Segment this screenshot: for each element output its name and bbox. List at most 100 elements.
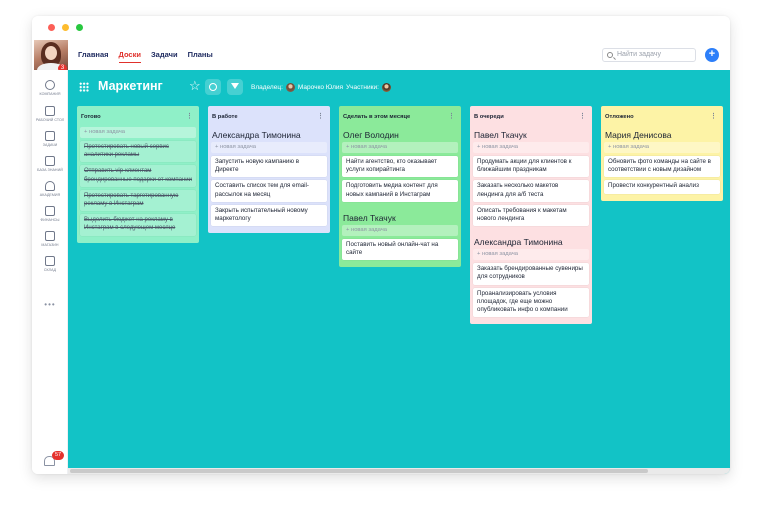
owner-avatar	[285, 83, 295, 92]
column-menu-button[interactable]: ⋮	[317, 113, 324, 120]
search-input[interactable]: Найти задачу	[602, 48, 696, 62]
column-in-progress: В работе ⋮ Александра Тимонина + новая з…	[208, 106, 330, 234]
scrollbar-thumb[interactable]	[70, 469, 648, 473]
sidebar-item-label: РАБОЧИЙ СТОЛ	[35, 118, 65, 122]
sidebar-item-label: МАГАЗИН	[41, 243, 59, 247]
task-card[interactable]: Отправить vip-клиентам брендированные по…	[80, 165, 196, 187]
column-menu-button[interactable]: ⋮	[186, 113, 193, 120]
gear-icon[interactable]	[205, 79, 221, 95]
sidebar-item-label: БАЗА ЗНАНИЙ	[37, 168, 63, 172]
new-task-button[interactable]: + новая задача	[604, 142, 720, 153]
sidebar-more-button[interactable]: •••	[44, 300, 56, 309]
nav-tab-tasks[interactable]: Задачи	[150, 50, 178, 59]
column-title: В работе ⋮	[208, 106, 330, 126]
assignee-name: Мария Денисова	[605, 130, 672, 140]
sidebar-item-label: КОМПАНИЯ	[39, 92, 61, 96]
assignee-name: Павел Ткачук	[343, 212, 396, 223]
sidebar: КОМПАНИЯ РАБОЧИЙ СТОЛ ЗАДАЧИ БАЗА ЗНАНИЙ…	[32, 70, 68, 474]
column-title-text: Сделать в этом месяце	[343, 114, 411, 120]
column-title: Отложено ⋮	[601, 106, 723, 126]
academy-icon	[45, 181, 55, 191]
sidebar-item-warehouse[interactable]: СКЛАД	[32, 256, 68, 272]
star-icon[interactable]: ☆	[189, 78, 201, 93]
sidebar-item-company[interactable]: КОМПАНИЯ	[32, 80, 68, 96]
tasks-icon	[45, 131, 55, 141]
task-card[interactable]: Описать требования к макетам нового ленд…	[473, 204, 589, 227]
nav-tab-boards[interactable]: Доски	[118, 50, 141, 63]
task-card[interactable]: Продумать акции для клиентов к ближайшим…	[473, 156, 589, 178]
task-card[interactable]: Подготовить медиа контент для новых камп…	[342, 180, 458, 202]
column-menu-button[interactable]: ⋮	[448, 113, 455, 120]
close-window-button[interactable]	[48, 24, 55, 31]
column-postponed: Отложено ⋮ Мария Денисова + новая задача…	[601, 106, 723, 201]
sidebar-item-label: ЗАДАЧИ	[42, 143, 58, 147]
owner-label: Владелец:	[251, 84, 283, 91]
owner-name[interactable]: Марочко Юлия	[297, 84, 344, 91]
minimize-window-button[interactable]	[62, 24, 69, 31]
assignee-name: Александра Тимонина	[474, 237, 563, 248]
column-title-text: В очереди	[474, 114, 504, 120]
shop-icon	[45, 231, 55, 241]
sidebar-item-knowledge[interactable]: БАЗА ЗНАНИЙ	[32, 156, 68, 172]
sidebar-item-dashboard[interactable]: РАБОЧИЙ СТОЛ	[32, 106, 68, 122]
warehouse-icon	[45, 256, 55, 266]
horizontal-scrollbar[interactable]	[68, 468, 730, 474]
new-task-button[interactable]: + новая задача	[342, 224, 458, 236]
new-task-button[interactable]: + новая задача	[342, 142, 458, 153]
new-task-button[interactable]: + новая задача	[80, 127, 196, 138]
column-menu-button[interactable]: ⋮	[710, 113, 717, 120]
task-card[interactable]: Протестировать таргетированную рекламу в…	[80, 189, 196, 212]
task-card[interactable]: Заказать несколько макетов лендинга для …	[473, 180, 589, 202]
main-nav: Главная Доски Задачи Планы	[78, 50, 213, 63]
task-card[interactable]: Закрыть испытательный новому маркетологу	[211, 204, 327, 227]
new-task-button[interactable]: + новая задача	[473, 249, 589, 261]
user-badge: 3	[58, 64, 67, 73]
column-menu-button[interactable]: ⋮	[579, 113, 586, 120]
task-card[interactable]: Обновить фото команды на сайте в соответ…	[604, 156, 720, 178]
sidebar-item-shop[interactable]: МАГАЗИН	[32, 231, 68, 247]
grid-icon[interactable]	[79, 82, 89, 92]
participants-label: Участники:	[346, 84, 379, 91]
new-task-button[interactable]: + новая задача	[473, 142, 589, 153]
search-icon	[607, 52, 613, 58]
column-title-text: Готово	[81, 114, 101, 120]
column-title: В очереди ⋮	[470, 106, 592, 126]
column-title: Готово ⋮	[77, 106, 199, 126]
nav-tab-home[interactable]: Главная	[78, 50, 109, 59]
column-queue: В очереди ⋮ Павел Ткачук + новая задача …	[470, 106, 592, 325]
sidebar-item-label: АКАДЕМИЯ	[39, 193, 61, 197]
app-window: 3 Главная Доски Задачи Планы Найти задач…	[32, 16, 730, 474]
task-card[interactable]: Проанализировать условия площадок, где е…	[473, 287, 589, 318]
bell-icon[interactable]	[44, 456, 55, 466]
filter-icon[interactable]	[227, 79, 243, 95]
participant-avatar[interactable]	[381, 83, 391, 92]
nav-tab-plans[interactable]: Планы	[187, 50, 213, 59]
board-header: Маркетинг ☆ Владелец: Марочко Юлия Участ…	[68, 70, 730, 104]
task-card[interactable]: Заказать брендированные сувениры для сот…	[473, 263, 589, 285]
board-title: Маркетинг	[98, 79, 163, 93]
column-title-text: В работе	[212, 114, 238, 120]
task-card[interactable]: Запустить новую кампанию в Директе	[211, 156, 327, 178]
new-task-button[interactable]: + новая задача	[211, 142, 327, 153]
knowledge-icon	[45, 156, 55, 166]
task-card[interactable]: Поставить новый онлайн-чат на сайте	[342, 238, 458, 261]
column-this-month: Сделать в этом месяце ⋮ Олег Володин + н…	[339, 106, 461, 268]
dashboard-icon	[45, 106, 55, 116]
task-card[interactable]: Составить список тем для email-рассылок …	[211, 180, 327, 202]
add-button[interactable]: +	[705, 48, 719, 62]
sidebar-item-tasks[interactable]: ЗАДАЧИ	[32, 131, 68, 147]
task-card[interactable]: Протестировать новый сервис аналитики ре…	[80, 141, 196, 163]
top-navigation: 3 Главная Доски Задачи Планы Найти задач…	[32, 40, 730, 74]
sidebar-item-academy[interactable]: АКАДЕМИЯ	[32, 181, 68, 197]
user-avatar[interactable]: 3	[34, 40, 68, 74]
maximize-window-button[interactable]	[76, 24, 83, 31]
finance-icon	[45, 206, 55, 216]
task-card[interactable]: Выделить бюджет на рекламу в Инстаграм в…	[80, 214, 196, 236]
column-title-text: Отложено	[605, 114, 634, 120]
task-card[interactable]: Провести конкурентный анализ	[604, 180, 720, 194]
sidebar-item-label: СКЛАД	[43, 268, 57, 272]
assignee-name: Александра Тимонина	[212, 130, 301, 140]
task-card[interactable]: Найти агентство, кто оказывает услуги ко…	[342, 156, 458, 178]
column-done: Готово ⋮ + новая задача Протестировать н…	[77, 106, 199, 243]
sidebar-item-finance[interactable]: ФИНАНСЫ	[32, 206, 68, 222]
